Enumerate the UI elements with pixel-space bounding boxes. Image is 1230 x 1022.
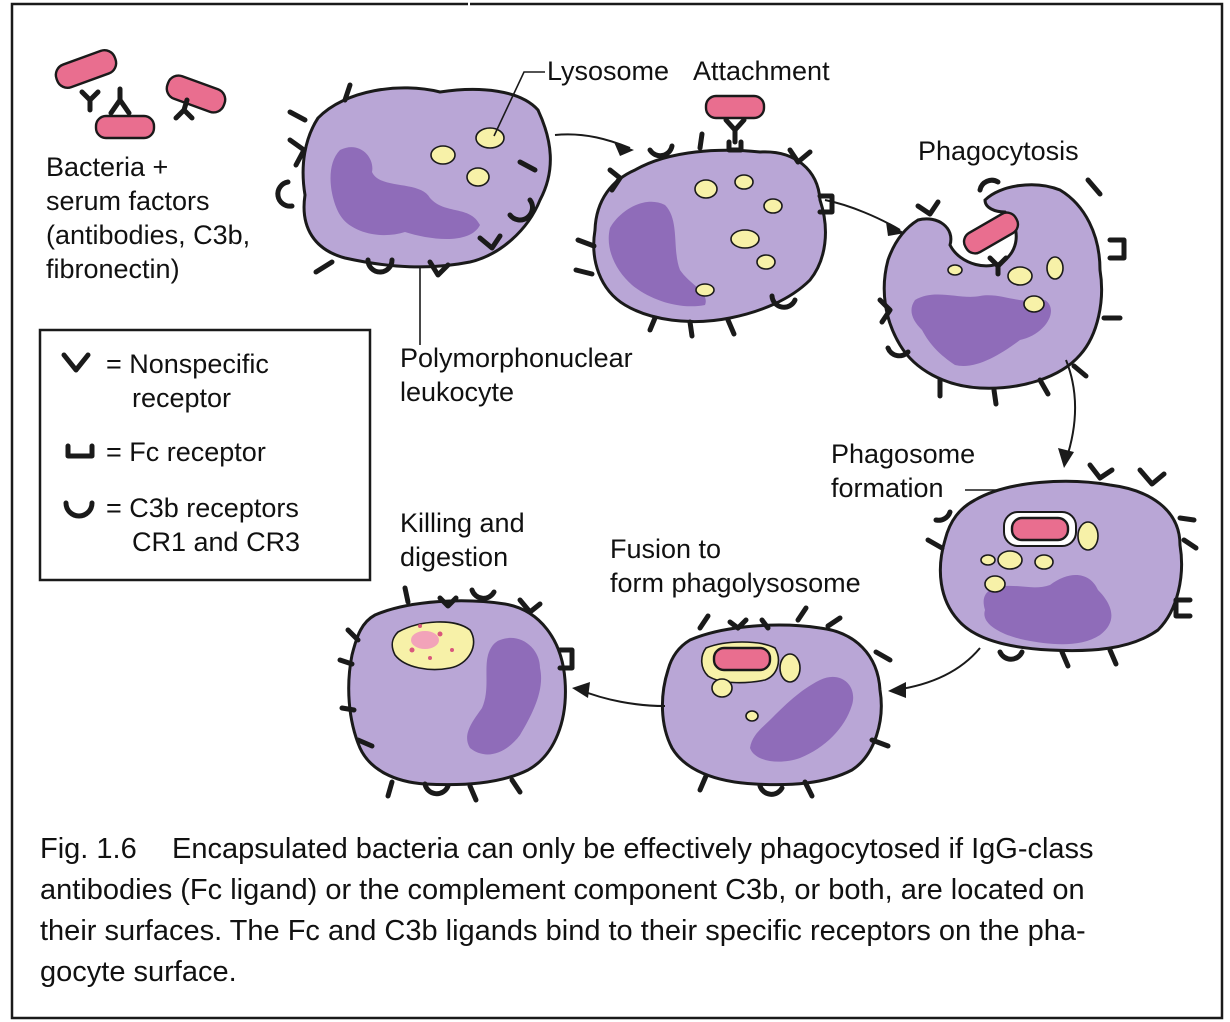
legend-nonspecific: = Nonspecific receptor bbox=[106, 349, 276, 413]
killing-label: Killing and digestion bbox=[400, 508, 532, 572]
caption-line-2: antibodies (Fc ligand) or the complement… bbox=[40, 874, 1085, 906]
cell-phagocytosis bbox=[877, 177, 1127, 407]
cell-phagolysosome bbox=[660, 605, 893, 799]
pmn-label: Polymorphonuclear leukocyte bbox=[400, 343, 640, 407]
cell-killing bbox=[337, 585, 575, 803]
fc-receptor-icon bbox=[65, 443, 95, 459]
nonspecific-receptor-icon bbox=[61, 352, 91, 373]
legend-fc: = Fc receptor bbox=[106, 437, 266, 467]
figure-frame bbox=[10, 2, 1224, 1020]
caption-line-1: Encapsulated bacteria can only be effect… bbox=[172, 833, 1094, 865]
attachment-label: Attachment bbox=[693, 56, 830, 86]
legend-c3b: = C3b receptors CR1 and CR3 bbox=[106, 493, 306, 557]
caption-line-4: gocyte surface. bbox=[40, 956, 237, 988]
phagocytosis-label: Phagocytosis bbox=[918, 136, 1079, 166]
cell-pmn bbox=[275, 82, 552, 278]
lysosome-label: Lysosome bbox=[547, 56, 669, 86]
caption-fig-number: Fig. 1.6 bbox=[40, 833, 137, 865]
bacteria-label: Bacteria + serum factors (antibodies, C3… bbox=[46, 152, 258, 284]
figure-caption: Fig. 1.6 Encapsulated bacteria can only … bbox=[40, 833, 1094, 988]
c3b-receptor-icon bbox=[63, 500, 95, 519]
bacteria-serum-factors-illustration bbox=[54, 49, 227, 140]
cell-attachment bbox=[573, 94, 835, 339]
legend: = Nonspecific receptor = Fc receptor = C… bbox=[38, 328, 372, 582]
phagosome-label: Phagosome formation bbox=[831, 439, 983, 503]
fusion-label: Fusion to form phagolysosome bbox=[610, 534, 861, 598]
cell-phagosome bbox=[925, 462, 1199, 669]
caption-line-3: their surfaces. The Fc and C3b ligands b… bbox=[40, 915, 1086, 947]
